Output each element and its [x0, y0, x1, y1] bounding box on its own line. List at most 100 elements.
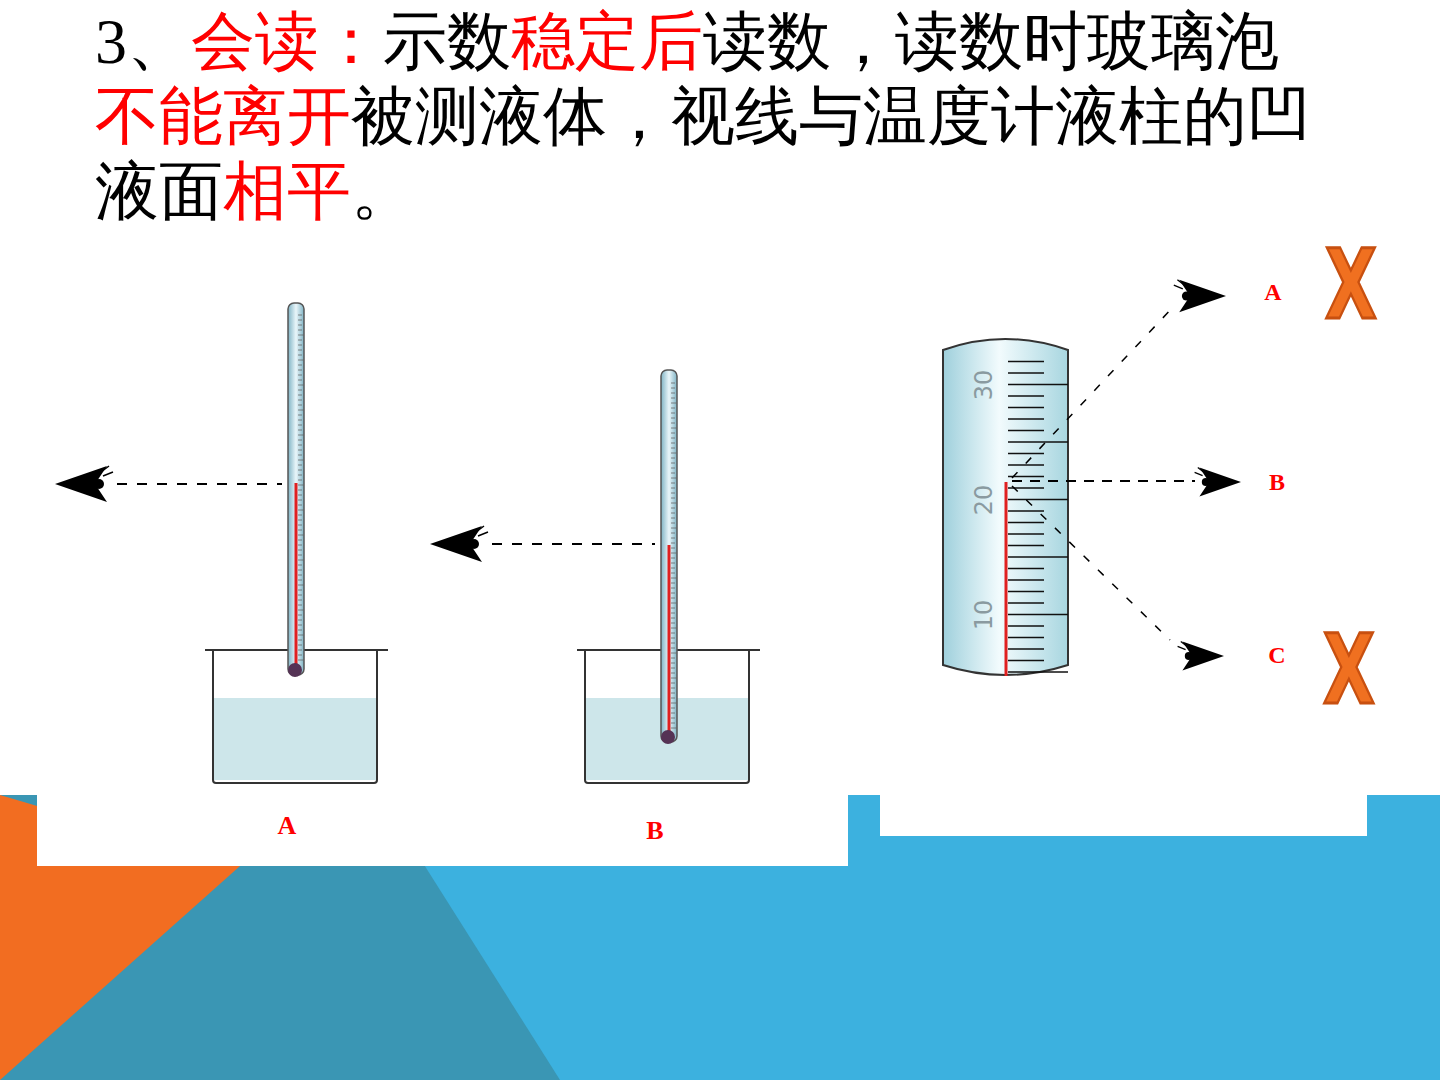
tick [671, 578, 677, 579]
tick [671, 513, 675, 514]
tick [298, 340, 302, 341]
tick [671, 653, 677, 654]
tick [298, 450, 302, 451]
tick [298, 465, 302, 466]
tick [671, 678, 677, 679]
cross-mark: X [1325, 237, 1377, 333]
tick [298, 560, 304, 561]
tick [1008, 660, 1044, 661]
tick [671, 413, 675, 414]
tick [671, 458, 675, 459]
tick [1008, 372, 1044, 373]
eye [1178, 642, 1224, 671]
title-segment: 读数，读数时玻璃泡 [703, 6, 1279, 77]
tick [671, 388, 675, 389]
tick [671, 533, 675, 534]
tick [298, 315, 302, 316]
tick [298, 515, 302, 516]
tick [298, 440, 302, 441]
tick [298, 615, 302, 616]
tick [298, 410, 304, 411]
white-panel [37, 795, 848, 866]
tick [671, 698, 675, 699]
tick [671, 728, 677, 729]
tick [671, 423, 675, 424]
tick [1008, 533, 1044, 534]
tick [671, 608, 675, 609]
tick [671, 693, 675, 694]
scale-number: 20 [972, 485, 996, 516]
tick [1008, 510, 1044, 511]
tick [671, 428, 677, 429]
title-segment: 。 [351, 156, 415, 227]
cross-mark: X [1323, 622, 1375, 718]
tick [671, 553, 677, 554]
tick [298, 360, 304, 361]
eye-label: A [1264, 280, 1281, 304]
figure-label: B [646, 818, 663, 844]
tick [671, 508, 675, 509]
figure-label: A [278, 813, 297, 839]
tick [671, 468, 675, 469]
eye [1195, 468, 1241, 497]
scale-number: 30 [972, 370, 996, 401]
sight-line [117, 483, 282, 485]
tick [671, 538, 675, 539]
tick [1008, 579, 1044, 580]
tick [298, 445, 302, 446]
tick [671, 518, 675, 519]
tick [671, 648, 675, 649]
tick [671, 643, 675, 644]
tick [298, 385, 304, 386]
tick [671, 668, 675, 669]
tick [298, 570, 302, 571]
tick [671, 408, 675, 409]
tick [298, 660, 304, 661]
tick [298, 555, 302, 556]
tick [1008, 671, 1068, 672]
tick [1008, 418, 1044, 419]
tick [298, 635, 304, 636]
tick [298, 580, 302, 581]
tick [671, 638, 675, 639]
tick [671, 393, 675, 394]
tick [1008, 591, 1044, 592]
tick [298, 655, 302, 656]
tick [671, 673, 675, 674]
tick [1008, 430, 1044, 431]
tick [1008, 614, 1068, 615]
tick [298, 345, 302, 346]
tick [671, 618, 675, 619]
tick [671, 598, 675, 599]
tick [298, 365, 302, 366]
title-segment: 相平 [223, 156, 351, 227]
thermometer [661, 370, 677, 744]
tick [1008, 361, 1044, 362]
tick [298, 325, 302, 326]
tick [298, 390, 302, 391]
tick [298, 425, 302, 426]
tick [671, 568, 675, 569]
tick [671, 613, 675, 614]
tick [1008, 499, 1068, 500]
tick [298, 540, 302, 541]
beaker [205, 650, 388, 783]
tick [1008, 556, 1068, 557]
tick [671, 478, 677, 479]
tick [671, 543, 675, 544]
tick [298, 620, 302, 621]
tick [298, 530, 302, 531]
tick [671, 453, 677, 454]
white-panel [880, 795, 1367, 836]
eye [55, 466, 113, 502]
tick [671, 528, 677, 529]
tick [298, 320, 302, 321]
tick [671, 448, 675, 449]
tick [298, 355, 302, 356]
tick [671, 603, 677, 604]
tick [298, 455, 302, 456]
tick [1008, 407, 1044, 408]
tick [1008, 453, 1044, 454]
tick [1008, 545, 1044, 546]
tick [298, 435, 304, 436]
